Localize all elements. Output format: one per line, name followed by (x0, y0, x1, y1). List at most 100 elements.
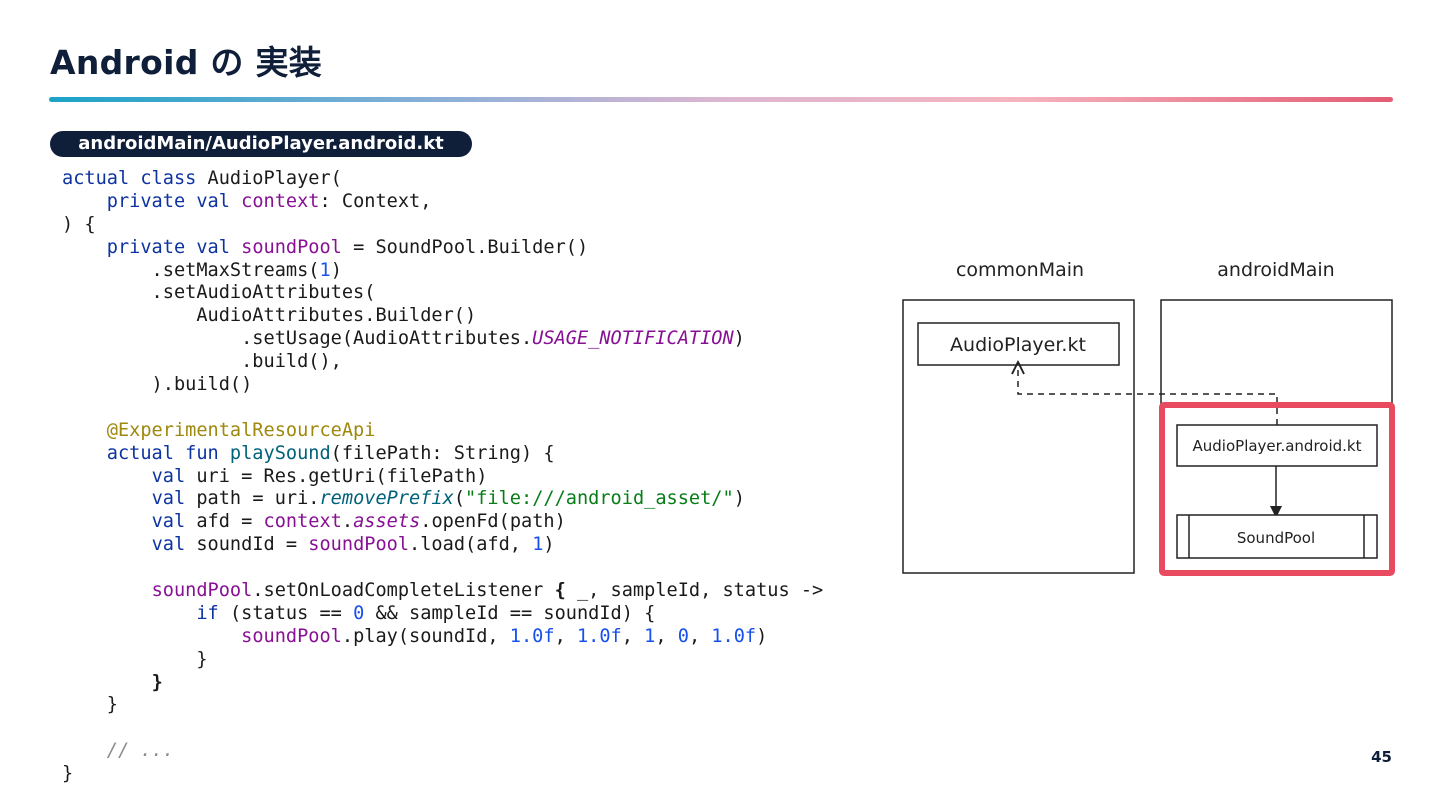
code-token: ) (543, 534, 555, 556)
title-divider (49, 97, 1393, 102)
code-token: } (62, 763, 74, 785)
code-token: .setMaxStreams( (62, 259, 320, 281)
code-token: .play(soundId, (341, 625, 510, 647)
code-token: 0 (353, 602, 365, 624)
code-token: 1 (319, 259, 331, 281)
node-sound-pool (1176, 514, 1378, 559)
code-line: AudioAttributes.Builder() (62, 305, 823, 328)
slide-title: Android の 実装 (50, 43, 323, 82)
code-line (62, 397, 823, 420)
code-token: (filePath: String) { (330, 442, 555, 464)
code-token: val (151, 488, 197, 510)
code-line: actual class AudioPlayer( (62, 168, 823, 191)
code-token: AudioAttributes.Builder() (62, 305, 477, 327)
code-token: 0 (677, 625, 689, 647)
code-token (62, 603, 196, 624)
code-token: _, sampleId, status -> (565, 580, 824, 602)
code-token (62, 511, 152, 532)
code-line: ) { (62, 214, 823, 237)
code-token: ) (733, 328, 745, 350)
node-android-file-label: AudioPlayer.android.kt (1193, 437, 1362, 455)
code-token: (status == (229, 602, 354, 624)
code-token: uri = Res.getUri(filePath) (196, 465, 488, 487)
code-token: afd = (196, 511, 264, 533)
code-token: private val (106, 236, 242, 258)
code-token (62, 672, 152, 693)
code-token: ).build() (62, 374, 253, 396)
code-line: val afd = context.assets.openFd(path) (62, 511, 823, 534)
code-token (62, 488, 152, 509)
code-token: val (151, 534, 197, 556)
node-sound-pool-label: SoundPool (1237, 529, 1315, 547)
code-token: ) (756, 625, 768, 647)
code-token: val (151, 511, 197, 533)
code-token: actual fun (106, 442, 230, 464)
code-token: } (62, 648, 208, 670)
code-token: , (655, 625, 678, 647)
code-token (62, 191, 107, 212)
code-token: ) { (62, 213, 96, 235)
code-line: } (62, 672, 823, 695)
code-token: if (196, 602, 230, 624)
node-android-file (1176, 424, 1378, 467)
code-token: && sampleId == soundId) { (364, 602, 656, 624)
common-main-container (902, 299, 1135, 574)
code-line (62, 717, 823, 740)
code-token: = SoundPool.Builder() (341, 236, 589, 258)
node-common-file-label: AudioPlayer.kt (950, 334, 1086, 356)
code-token: .openFd(path) (420, 511, 566, 533)
highlight-box (1159, 402, 1395, 576)
code-token: val (151, 465, 197, 487)
code-line: // ... (62, 740, 823, 763)
code-token (62, 534, 152, 555)
code-token: 1 (644, 625, 656, 647)
android-main-container (1160, 299, 1393, 574)
code-token: 1.0f (509, 625, 555, 647)
code-line: @ExperimentalResourceApi (62, 420, 823, 443)
code-token: ( (453, 488, 466, 510)
column-label-common: commonMain (956, 259, 1084, 281)
code-token: .setAudioAttributes( (62, 282, 376, 304)
code-token: .setUsage(AudioAttributes. (62, 328, 533, 350)
code-token: } (62, 694, 118, 716)
code-token: , (554, 625, 577, 647)
page-number: 45 (1371, 748, 1392, 766)
code-token: soundPool (151, 580, 253, 602)
code-token: , (688, 625, 712, 647)
code-token: AudioPlayer( (207, 168, 342, 189)
code-token: 1 (532, 534, 544, 556)
code-token (62, 626, 241, 647)
code-line: soundPool.play(soundId, 1.0f, 1.0f, 1, 0… (62, 626, 823, 649)
code-token: // ... (106, 740, 174, 762)
code-line: ).build() (62, 374, 823, 397)
code-token: } (151, 671, 163, 693)
code-token: USAGE_NOTIFICATION (532, 328, 734, 350)
code-line: .setUsage(AudioAttributes.USAGE_NOTIFICA… (62, 328, 823, 351)
node-common-file (917, 322, 1120, 366)
code-line: if (status == 0 && sampleId == soundId) … (62, 603, 823, 626)
code-token (62, 466, 152, 487)
code-token (62, 420, 107, 441)
file-label-pill: androidMain/AudioPlayer.android.kt (50, 131, 472, 157)
code-line: val uri = Res.getUri(filePath) (62, 466, 823, 489)
implements-arrow (1018, 368, 1278, 425)
code-token: ) (733, 488, 745, 510)
code-token (62, 237, 107, 258)
code-token: actual class (62, 168, 208, 189)
code-token: . (341, 511, 354, 533)
code-line: .build(), (62, 351, 823, 374)
code-token: .setOnLoadCompleteListener (252, 580, 555, 602)
code-token: soundPool (241, 625, 342, 647)
column-label-android: androidMain (1217, 259, 1334, 281)
code-token: removePrefix (319, 488, 454, 510)
code-token: 1.0f (711, 625, 757, 647)
code-line: soundPool.setOnLoadCompleteListener { _,… (62, 580, 824, 603)
code-line: private val soundPool = SoundPool.Builde… (62, 237, 823, 260)
code-token: 1.0f (576, 625, 622, 647)
code-token: assets (353, 511, 421, 533)
code-token: : Context, (319, 190, 432, 212)
code-token: soundPool (308, 534, 410, 556)
code-token: .build(), (62, 351, 342, 373)
code-token: , (621, 625, 645, 647)
code-token: ) (330, 259, 342, 281)
